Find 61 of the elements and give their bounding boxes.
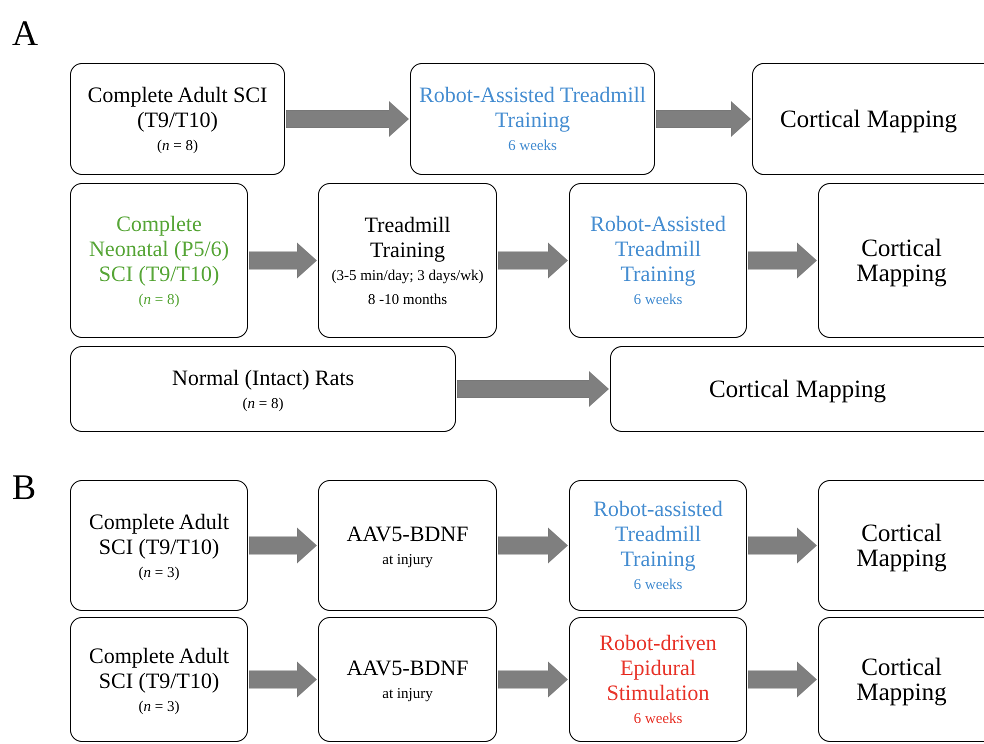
block-arrow: [498, 242, 568, 278]
process-box: [569, 480, 747, 611]
box-note: (n = 3): [138, 698, 180, 716]
box-note: (n = 8): [138, 291, 180, 310]
box-note: 6 weeks: [632, 710, 684, 729]
box-note: at injury: [381, 685, 434, 704]
process-box: [70, 183, 248, 338]
box-title: Robot-Assisted Treadmill Training: [418, 82, 647, 132]
block-arrow: [748, 528, 817, 564]
box-title: Complete Adult SCI (T9/T10): [88, 642, 230, 692]
process-box: [818, 480, 984, 611]
block-arrow: [656, 101, 751, 137]
box-title: Complete Adult SCI (T9/T10): [88, 508, 230, 558]
box-note: 6 weeks: [507, 137, 558, 156]
box-title: Cortical Mapping: [855, 654, 948, 704]
box-title: Complete Neonatal (P5/6) SCI (T9/T10): [88, 211, 230, 286]
box-title: AAV5-BDNF: [346, 521, 470, 546]
process-box: [70, 63, 285, 175]
process-box: [70, 346, 456, 432]
box-title: Cortical Mapping: [855, 236, 948, 286]
box-note: 6 weeks: [632, 291, 684, 310]
box-note: (3-5 min/day; 3 days/wk): [330, 266, 485, 286]
box-title: Cortical Mapping: [855, 520, 948, 570]
box-title: Robot-assisted Treadmill Training: [592, 496, 724, 571]
box-note: at injury: [381, 551, 434, 570]
panel-letter: B: [12, 466, 36, 508]
block-arrow: [498, 528, 568, 564]
process-box: [410, 63, 655, 175]
process-box: [818, 617, 984, 742]
box-title: Normal (Intact) Rats: [170, 364, 356, 390]
box-title: Cortical Mapping: [778, 106, 958, 132]
panel-letter: A: [12, 12, 38, 54]
box-title: Complete Adult SCI (T9/T10): [86, 82, 268, 132]
block-arrow: [748, 662, 817, 698]
process-box: [569, 183, 747, 338]
block-arrow: [249, 242, 317, 278]
block-arrow: [249, 662, 317, 698]
process-box: [318, 480, 497, 611]
box-title: Cortical Mapping: [708, 376, 888, 402]
process-box: [318, 183, 497, 338]
box-note: 8 -10 months: [366, 290, 448, 310]
box-note: (n = 8): [242, 394, 284, 414]
process-box: [318, 617, 497, 742]
process-box: [569, 617, 747, 742]
process-box: [818, 183, 984, 338]
box-title: AAV5-BDNF: [346, 655, 470, 680]
box-note: 6 weeks: [632, 576, 684, 595]
block-arrow: [748, 242, 817, 278]
box-note: (n = 8): [156, 137, 199, 156]
block-arrow: [457, 371, 609, 407]
box-title: Treadmill Training: [364, 212, 452, 262]
process-box: [70, 480, 248, 611]
box-note: (n = 3): [138, 564, 180, 582]
block-arrow: [249, 528, 317, 564]
block-arrow: [286, 101, 409, 137]
process-box: [610, 346, 984, 432]
process-box: [752, 63, 984, 175]
block-arrow: [498, 662, 568, 698]
box-title: Robot-Assisted Treadmill Training: [589, 211, 727, 286]
box-title: Robot-driven Epidural Stimulation: [598, 630, 718, 705]
process-box: [70, 617, 248, 742]
